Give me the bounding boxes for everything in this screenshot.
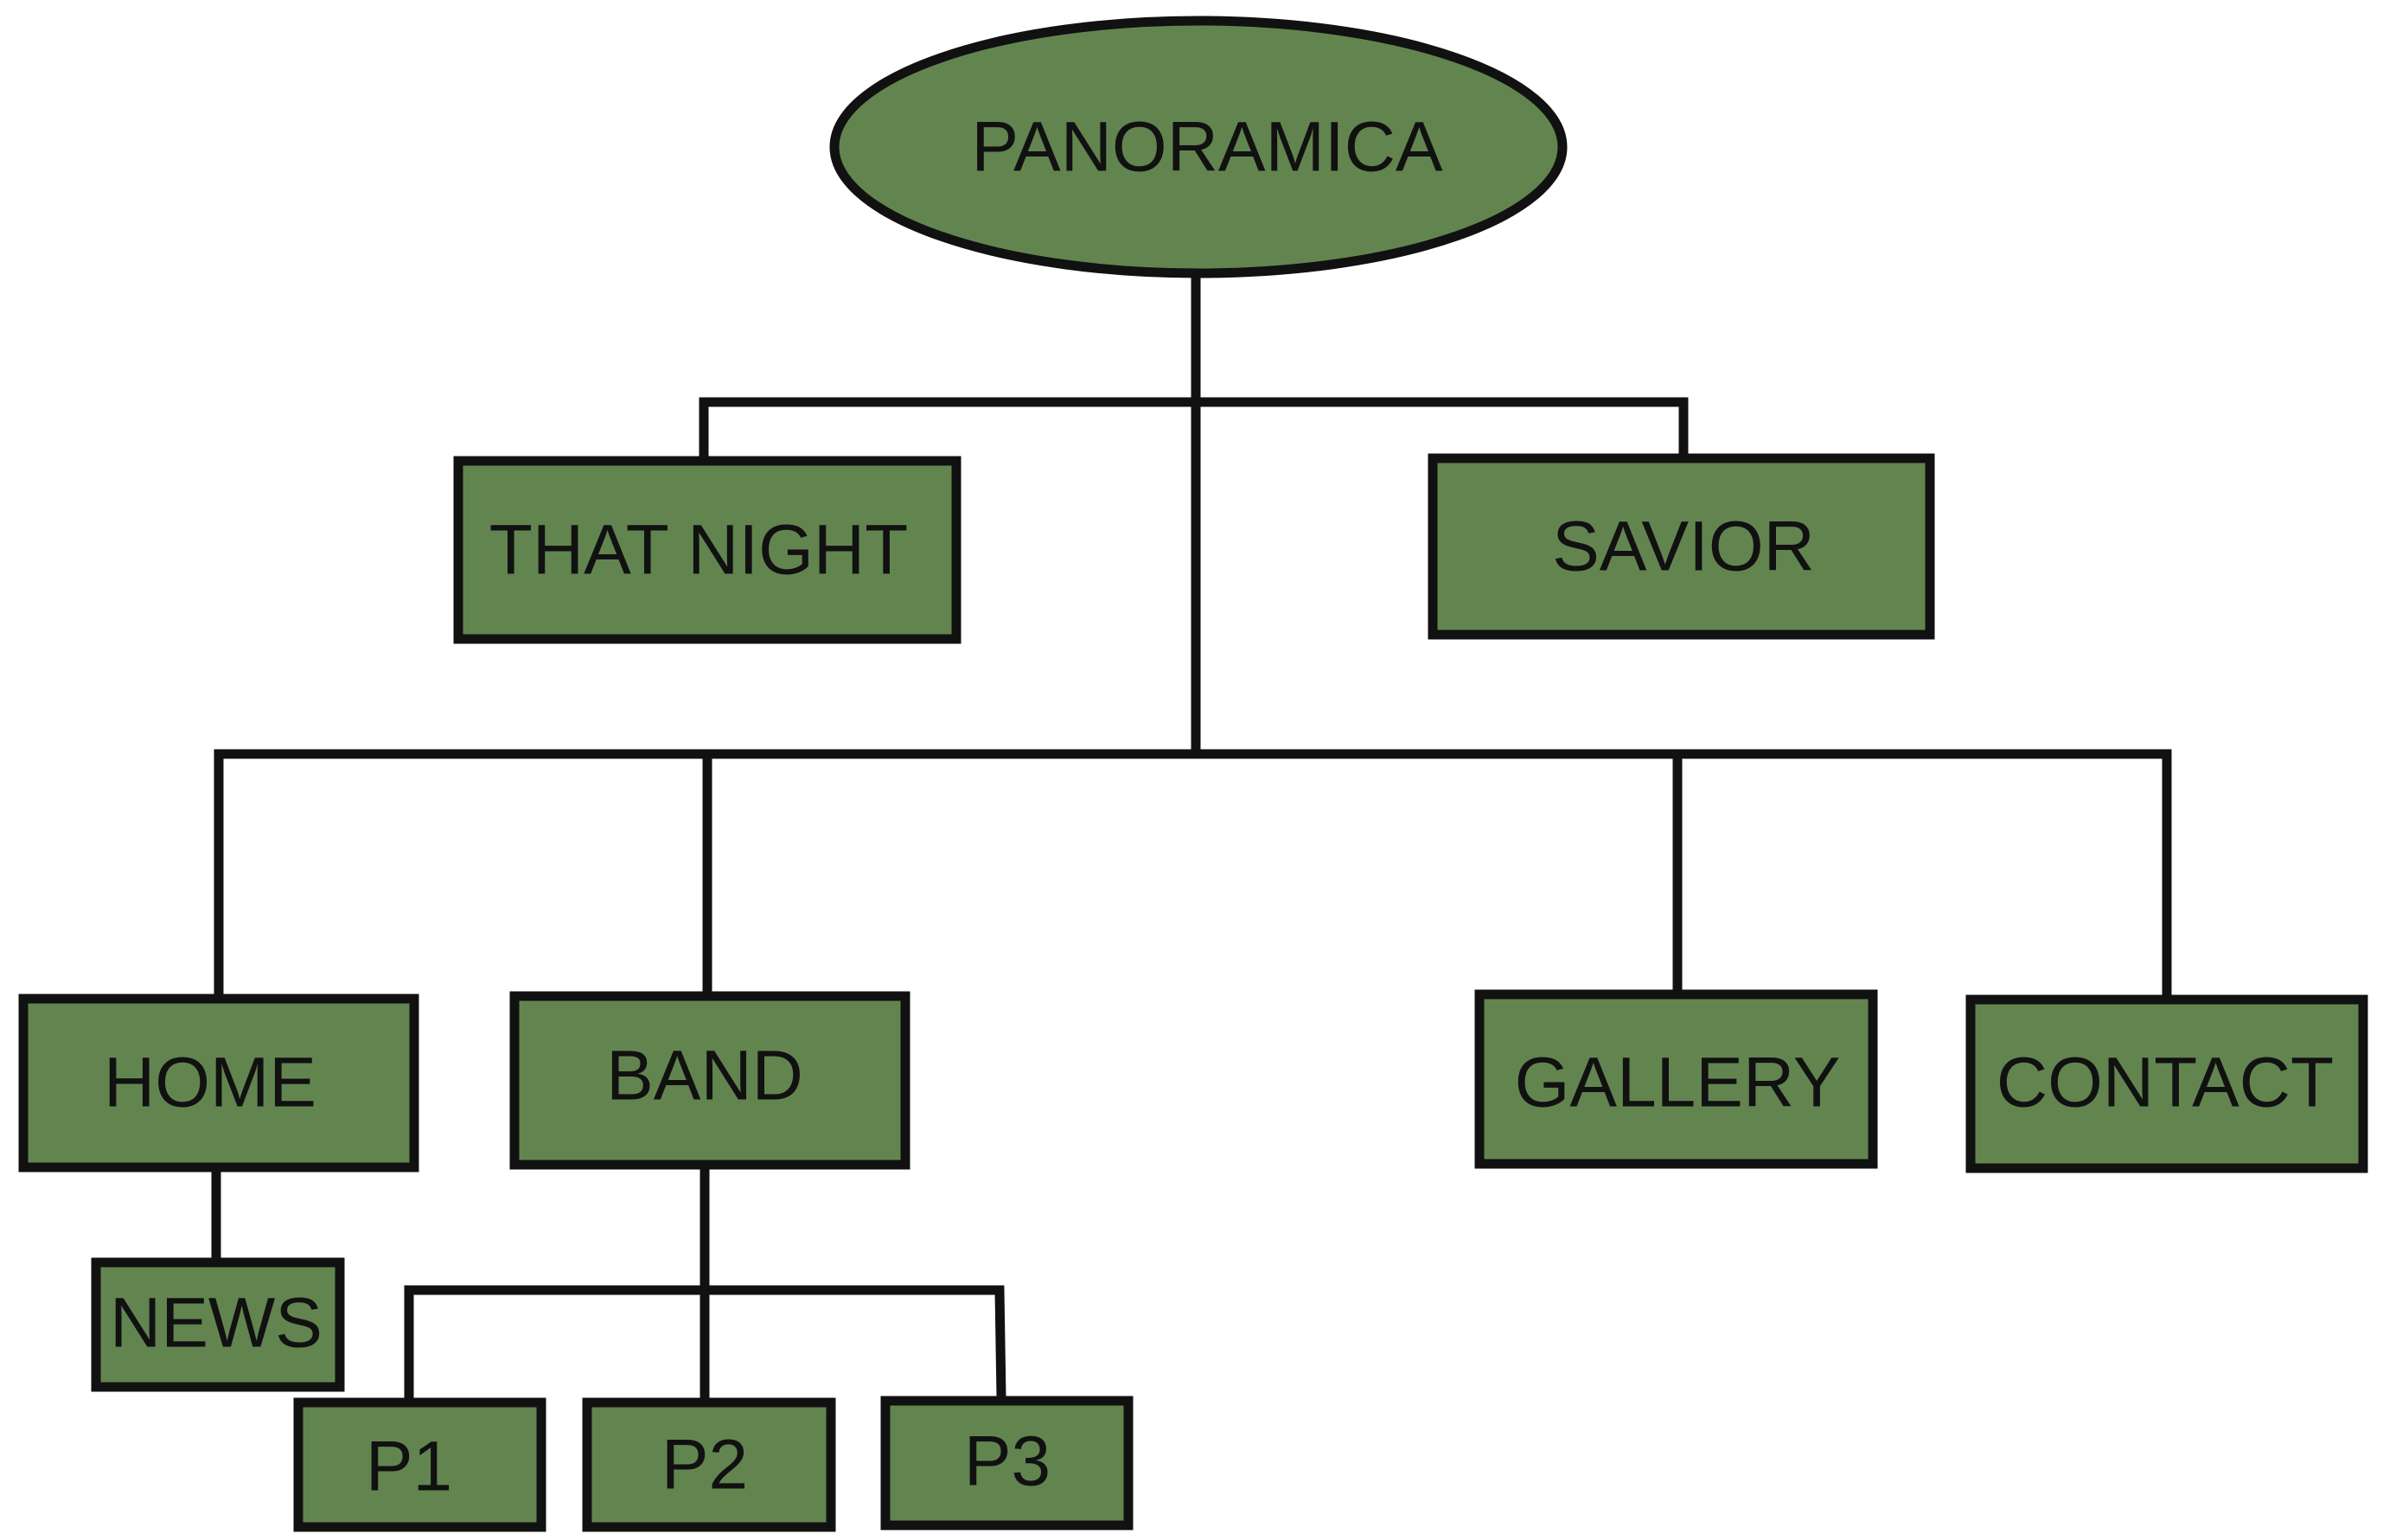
p3-label: P3 xyxy=(964,1422,1051,1501)
home-box xyxy=(18,994,419,1173)
root-ellipse xyxy=(829,16,1568,278)
node-news: NEWS xyxy=(91,1257,345,1392)
p1-label: P1 xyxy=(366,1428,452,1506)
that-night-label: THAT NIGHT xyxy=(489,511,908,590)
node-savior: SAVIOR xyxy=(1428,453,1935,640)
band-box xyxy=(509,991,910,1170)
node-gallery: GALLERY xyxy=(1474,989,1878,1169)
connector-upper-branch xyxy=(699,397,1689,463)
savior-label: SAVIOR xyxy=(1552,508,1815,586)
band-label: BAND xyxy=(606,1037,803,1115)
savior-box xyxy=(1428,453,1935,640)
contact-box xyxy=(1965,994,2368,1173)
connector-band-branch xyxy=(404,1285,1006,1404)
gallery-label: GALLERY xyxy=(1515,1044,1841,1122)
node-band: BAND xyxy=(509,991,910,1170)
node-p2: P2 xyxy=(582,1397,836,1532)
contact-label: CONTACT xyxy=(1996,1044,2334,1122)
p1-box xyxy=(293,1397,546,1532)
root-label: PANORAMICA xyxy=(971,108,1443,187)
home-label: HOME xyxy=(104,1044,316,1122)
connectors xyxy=(211,268,2172,1404)
node-home: HOME xyxy=(18,994,419,1173)
news-label: NEWS xyxy=(110,1284,323,1363)
root-node: PANORAMICA xyxy=(829,16,1568,278)
node-p1: P1 xyxy=(293,1397,546,1532)
node-contact: CONTACT xyxy=(1965,994,2368,1173)
p3-box xyxy=(880,1396,1134,1530)
that-night-box xyxy=(453,456,962,644)
node-that-night: THAT NIGHT xyxy=(453,456,962,644)
node-p3: P3 xyxy=(880,1396,1134,1530)
connector-lower-bar xyxy=(214,749,2172,1004)
p2-box xyxy=(582,1397,836,1532)
p2-label: P2 xyxy=(661,1426,748,1505)
news-box xyxy=(91,1257,345,1392)
gallery-box xyxy=(1474,989,1878,1169)
